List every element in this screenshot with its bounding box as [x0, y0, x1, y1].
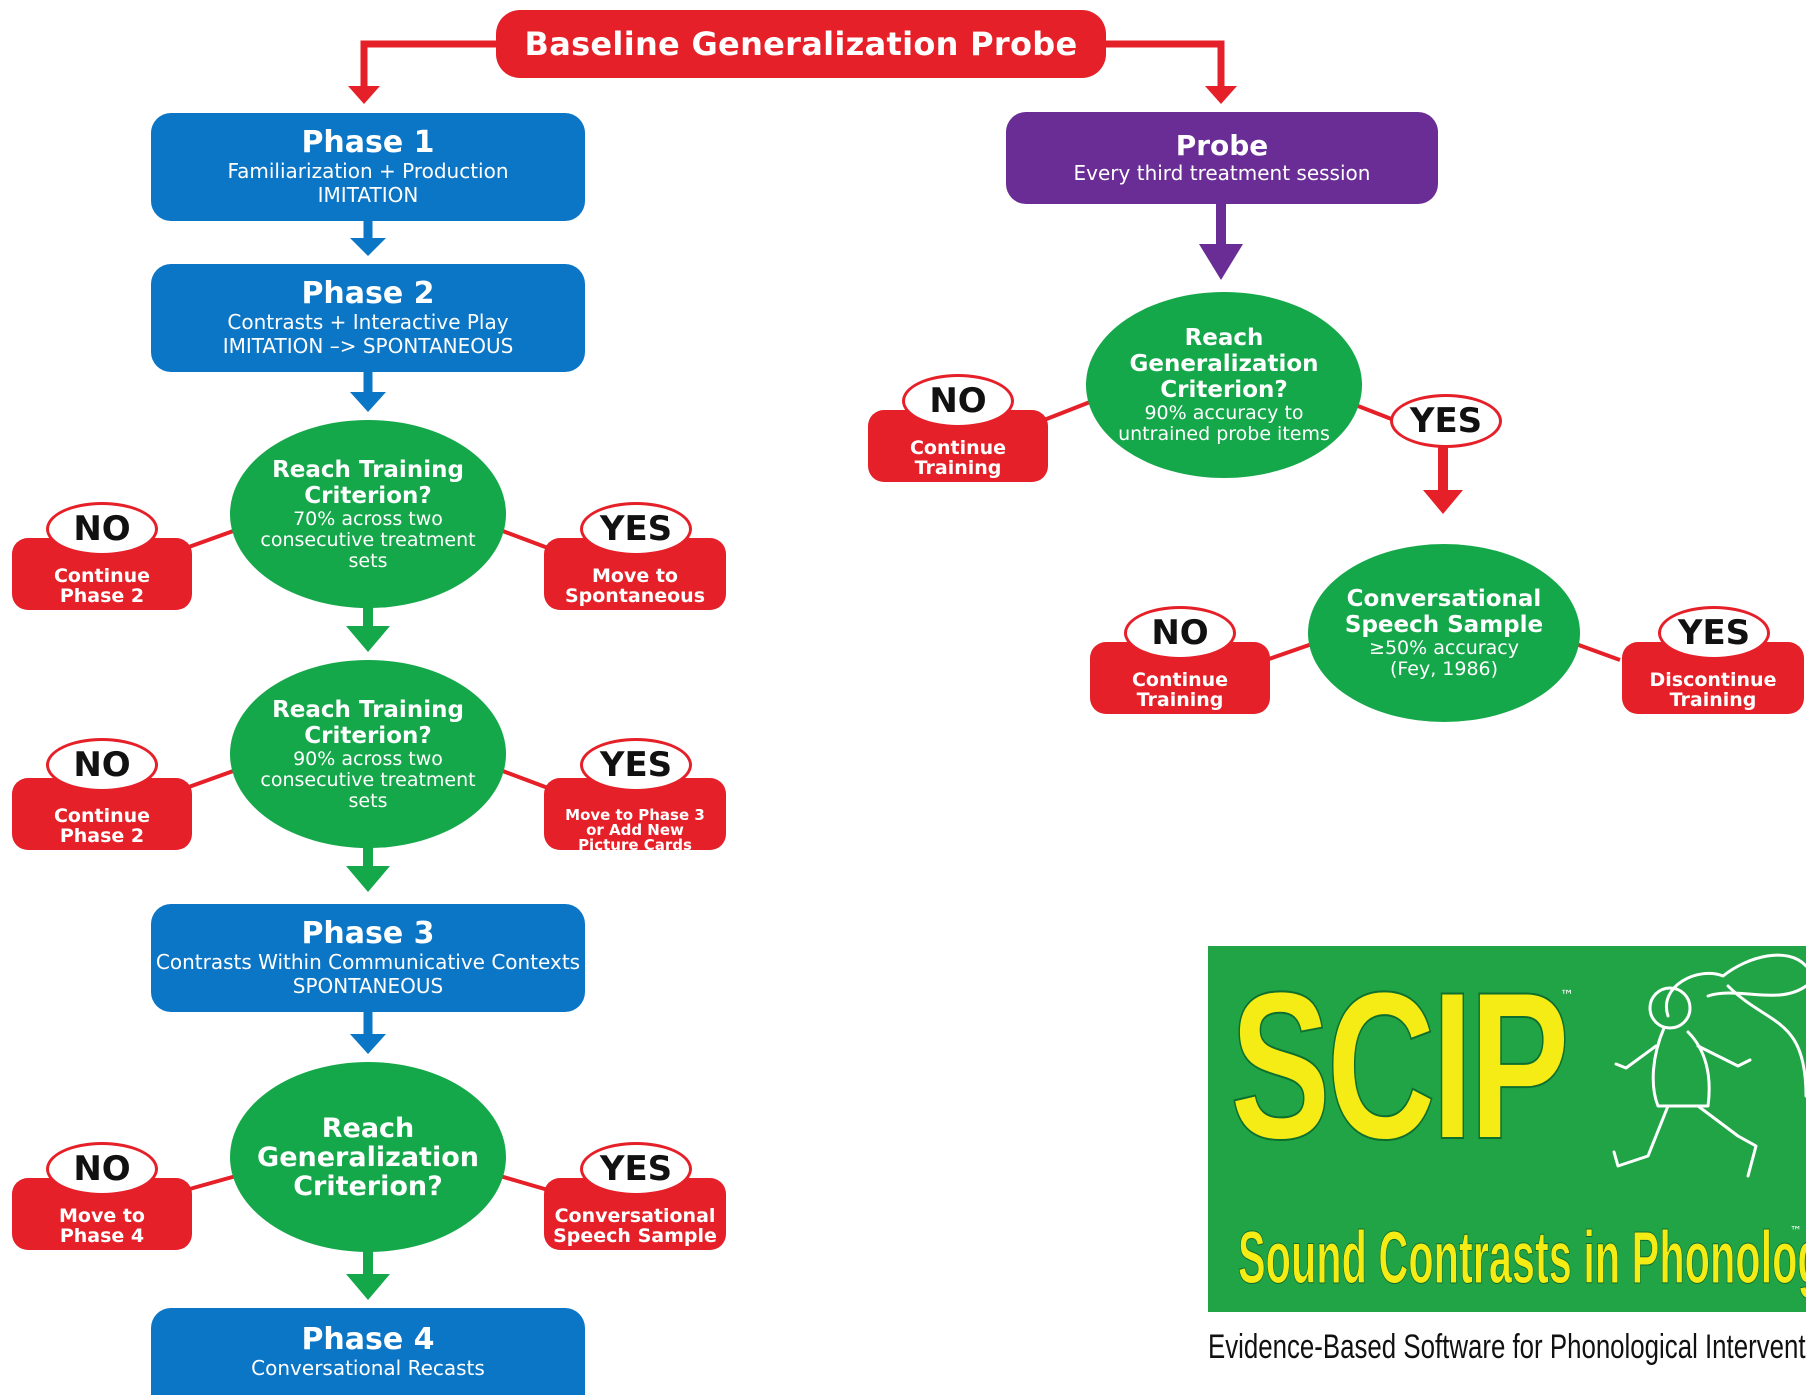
decision5-no-badge: NO	[1124, 606, 1236, 660]
phase3-node: Phase 3 Contrasts Within Communicative C…	[151, 904, 585, 1012]
decision2-yes-badge-label: YES	[599, 745, 673, 785]
phase1-node: Phase 1 Familiarization + Production IMI…	[151, 113, 585, 221]
decision1-no-badge-label: NO	[73, 509, 131, 549]
blue-arrows	[350, 220, 386, 1054]
decision5-no-line1: Continue	[1131, 669, 1229, 691]
decision5-no-line2: Training	[1136, 689, 1224, 711]
probe-line1: Every third treatment session	[1073, 161, 1371, 185]
decision3-question: Reach Generalization Criterion?	[257, 1112, 479, 1202]
decision1-yes-line2: Spontaneous	[564, 585, 706, 607]
decision2-no-badge-label: NO	[73, 745, 131, 785]
decision3-yes-line2: Speech Sample	[553, 1225, 717, 1247]
decision1-question: Reach Training Criterion?	[272, 456, 464, 509]
decision3-yes-badge: YES	[580, 1142, 692, 1196]
phase2-line2: IMITATION –> SPONTANEOUS	[222, 334, 514, 358]
decision4-no-badge: NO	[902, 374, 1014, 428]
start-connector	[360, 40, 1225, 88]
decision1-yes-badge: YES	[580, 502, 692, 556]
decision2-no-badge: NO	[46, 738, 158, 792]
scip-tagline: Evidence-Based Software for Phonological…	[1208, 1328, 1807, 1366]
purple-arrow-head	[1199, 244, 1243, 280]
decision5-node: Conversational Speech Sample ≥50% accura…	[1308, 544, 1580, 722]
decision1-no-badge: NO	[46, 502, 158, 556]
decision5-criterion2: (Fey, 1986)	[1389, 658, 1499, 680]
phase1-line2: IMITATION	[317, 183, 419, 207]
decision4-no-badge-label: NO	[929, 381, 987, 421]
phase1-line1: Familiarization + Production	[227, 159, 509, 183]
phase2-node: Phase 2 Contrasts + Interactive Play IMI…	[151, 264, 585, 372]
decision3-no-badge-label: NO	[73, 1149, 131, 1189]
decision4-no-line1: Continue	[909, 437, 1007, 459]
decision1-yes-line1: Move to	[592, 565, 678, 587]
decision2-no-box: Continue Phase 2	[12, 778, 192, 850]
phase3-line2: SPONTANEOUS	[292, 974, 444, 998]
decision1-yes-badge-label: YES	[599, 509, 673, 549]
side-connectors	[185, 400, 1621, 1192]
decision1-node: Reach Training Criterion? 70% across two…	[230, 420, 506, 608]
decision4-node: Reach Generalization Criterion? 90% accu…	[1086, 292, 1362, 478]
baseline-probe-node: Baseline Generalization Probe	[496, 10, 1106, 78]
decision2-node: Reach Training Criterion? 90% across two…	[230, 660, 506, 848]
probe-title: Probe	[1175, 129, 1269, 162]
decision5-yes-badge-label: YES	[1677, 613, 1751, 653]
phase2-title: Phase 2	[301, 276, 435, 311]
decision2-yes-line3: Picture Cards	[578, 836, 692, 854]
decision1-no-line1: Continue	[53, 565, 151, 587]
scip-wordmark: SCIP	[1229, 948, 1570, 1183]
phase3-title: Phase 3	[301, 916, 435, 951]
decision4-yes-badge-label: YES	[1409, 401, 1483, 441]
decision2-yes-line1: Move to Phase 3	[565, 806, 705, 824]
decision2-no-line2: Phase 2	[59, 825, 145, 847]
phase1-title: Phase 1	[301, 125, 435, 160]
decision5-yes-line1: Discontinue	[1649, 669, 1777, 691]
decision2-no-line1: Continue	[53, 805, 151, 827]
phase4-node: Phase 4 Conversational Recasts	[151, 1308, 585, 1395]
phase3-line1: Contrasts Within Communicative Contexts	[155, 950, 581, 974]
decision5-no-badge-label: NO	[1151, 613, 1209, 653]
phase4-title: Phase 4	[301, 1321, 435, 1357]
decision4-criterion: 90% accuracy to untrained probe items	[1118, 402, 1330, 445]
phase4-line1: Conversational Recasts	[251, 1355, 485, 1380]
arrow-to-probe	[1205, 86, 1237, 104]
decision2-question: Reach Training Criterion?	[272, 696, 464, 749]
decision3-yes-line1: Conversational	[554, 1205, 716, 1227]
decision2-yes-badge: YES	[580, 738, 692, 792]
arrow-to-phase1	[348, 86, 380, 104]
decision2-criterion: 90% across two consecutive treatment set…	[260, 747, 476, 812]
scip-subtitle: Sound Contrasts in Phonology	[1238, 1216, 1806, 1299]
decision2-yes-line2: or Add New	[586, 821, 684, 839]
decision1-no-line2: Phase 2	[59, 585, 145, 607]
scip-subtitle-trademark: ™	[1790, 1224, 1802, 1238]
decision4-yes-badge: YES	[1390, 394, 1502, 448]
probe-node: Probe Every third treatment session	[1006, 112, 1438, 204]
scip-logo: SCIP ™ Sound Contrasts in Phonology ™	[1208, 946, 1806, 1312]
decision4-no-line2: Training	[914, 457, 1002, 479]
decision3-no-line2: Phase 4	[59, 1225, 145, 1247]
decision3-yes-badge-label: YES	[599, 1149, 673, 1189]
scip-trademark: ™	[1560, 988, 1574, 1004]
decision5-criterion1: ≥50% accuracy	[1369, 637, 1519, 659]
decision4-question: Reach Generalization Criterion?	[1129, 325, 1319, 403]
decision1-criterion: 70% across two consecutive treatment set…	[260, 507, 476, 572]
decision5-question: Conversational Speech Sample	[1344, 586, 1544, 638]
baseline-probe-label: Baseline Generalization Probe	[524, 25, 1078, 63]
decision3-node: Reach Generalization Criterion?	[230, 1062, 506, 1252]
decision3-no-line1: Move to	[59, 1205, 145, 1227]
decision3-no-badge: NO	[46, 1142, 158, 1196]
decision5-yes-line2: Training	[1669, 689, 1757, 711]
decision2-yes-box: Move to Phase 3 or Add New Picture Cards	[544, 778, 726, 854]
running-child-icon	[1612, 953, 1806, 1178]
yes-arrow-head	[1423, 490, 1463, 514]
decision5-yes-badge: YES	[1658, 606, 1770, 660]
phase2-line1: Contrasts + Interactive Play	[227, 310, 509, 334]
